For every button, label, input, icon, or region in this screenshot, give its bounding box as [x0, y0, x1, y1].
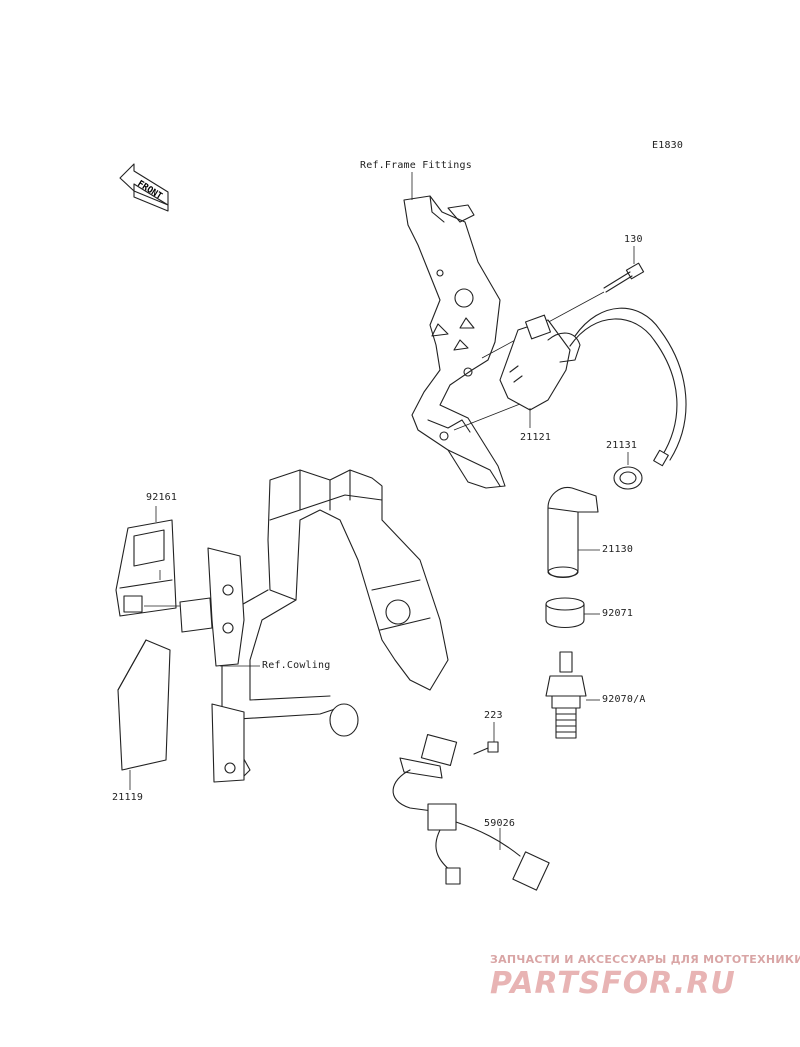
part-label-59026: 59026 [484, 818, 516, 829]
holder-92161 [115, 506, 180, 617]
main-frame [211, 469, 449, 783]
watermark-logo: PARTSFOR.RU [490, 966, 736, 1001]
part-label-21130: 21130 [602, 544, 634, 555]
part-label-92071: 92071 [602, 608, 634, 619]
part-label-92161: 92161 [146, 492, 178, 503]
part-label-21121: 21121 [520, 432, 552, 443]
bolt-223 [473, 722, 499, 755]
diagram-code: E1830 [652, 140, 684, 151]
watermark-tagline: ЗАПЧАСТИ И АКСЕССУАРЫ ДЛЯ МОТОТЕХНИКИ [490, 953, 800, 966]
grommet-92071 [545, 597, 600, 629]
part-label-223: 223 [484, 710, 503, 721]
ignition-coil-bracket [403, 195, 506, 489]
ecu-21119 [117, 639, 171, 790]
ref-frame-fittings-label: Ref.Frame Fittings [360, 160, 472, 171]
plug-cap-21130 [547, 486, 600, 579]
front-arrow: FRONT [119, 163, 169, 212]
harness-59026 [392, 733, 550, 891]
part-label-130: 130 [624, 234, 643, 245]
seal-21131 [613, 452, 643, 490]
ignition-coil-21121 [453, 307, 687, 467]
part-label-92070a: 92070/A [602, 694, 646, 705]
part-label-21131: 21131 [606, 440, 638, 451]
ecu-bracket [179, 547, 245, 667]
part-label-21119: 21119 [112, 792, 144, 803]
spark-plug-92070a [545, 651, 600, 739]
ref-cowling-label: Ref.Cowling [262, 660, 331, 671]
